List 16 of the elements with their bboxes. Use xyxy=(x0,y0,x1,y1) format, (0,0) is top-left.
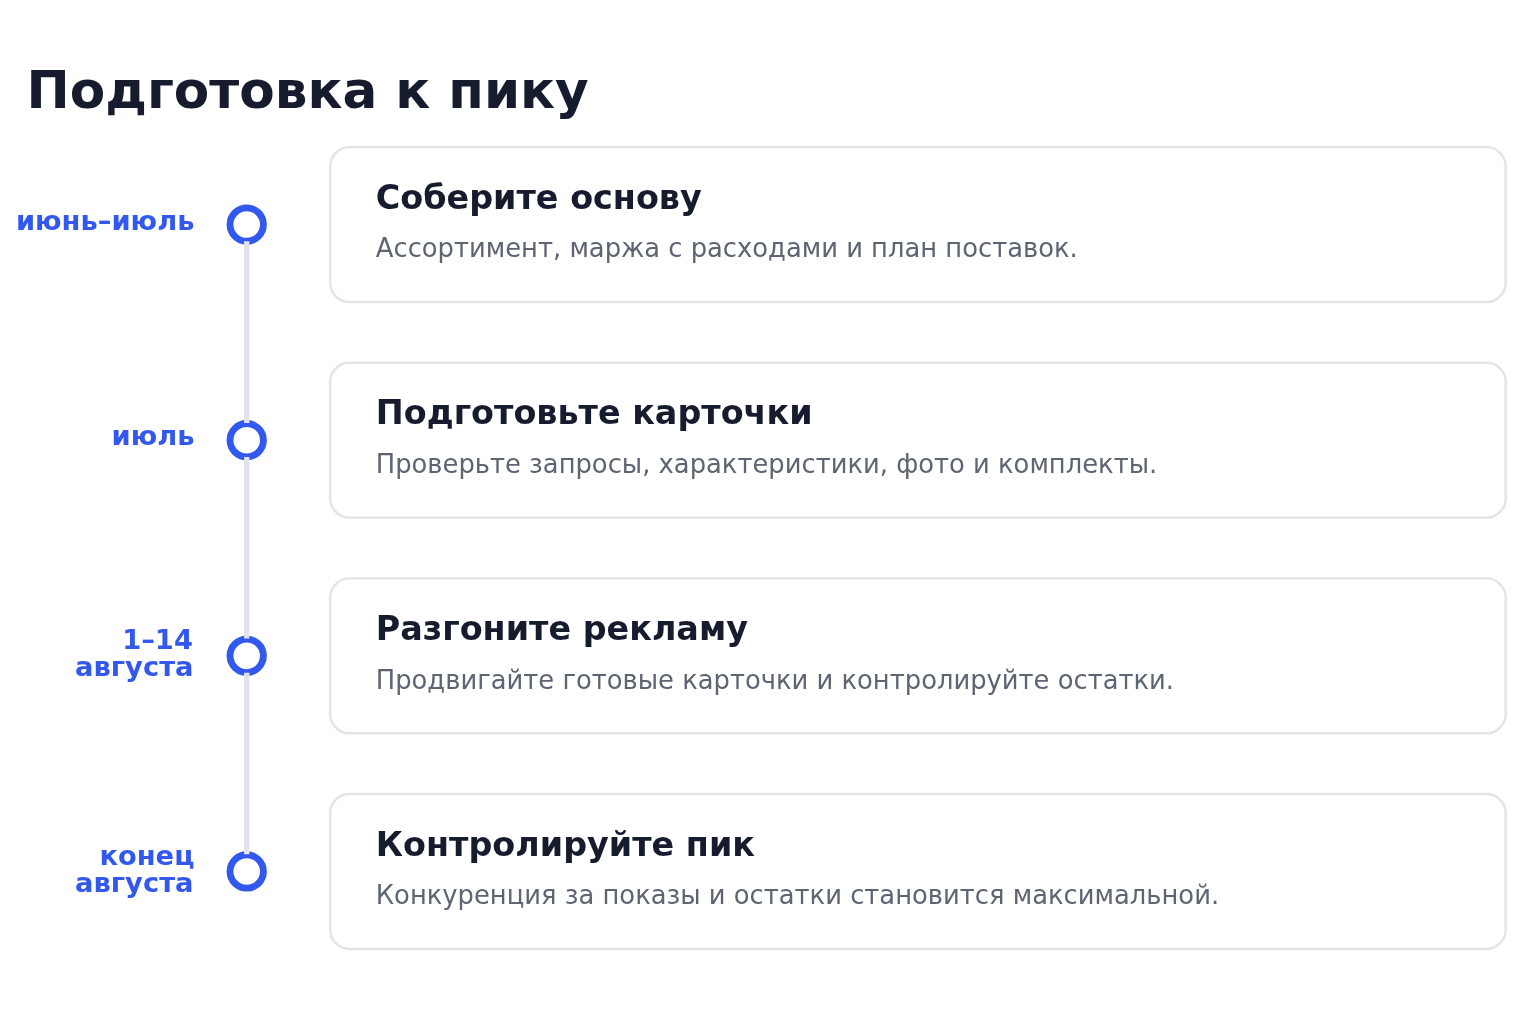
connector xyxy=(244,672,250,854)
node-circle xyxy=(226,850,267,892)
diagram-title: Подготовка к пику xyxy=(26,59,589,120)
node-box: Контролируйте пик Конкуренция за показы и остатки становится максимальной. xyxy=(329,792,1507,950)
node-box: Соберите основу Ассортимент, маржа с расходами и план поставок. xyxy=(329,145,1507,303)
node-box: Подготовьте карточки Проверьте запросы, характеристики, фото и комплекты. xyxy=(329,361,1507,519)
node-label: конец августа xyxy=(75,838,195,898)
node-circle xyxy=(226,635,267,676)
node-circle xyxy=(226,203,267,245)
connector xyxy=(244,240,250,423)
node-circle xyxy=(226,419,267,460)
node-box: Разгоните рекламу Продвигайте готовые карточки и контролируйте остатки. xyxy=(329,576,1507,734)
node-label: 1–14 августа xyxy=(75,623,194,682)
node-label: июнь–июль xyxy=(15,204,195,236)
connector xyxy=(244,456,250,639)
node-label: июль xyxy=(111,419,195,451)
